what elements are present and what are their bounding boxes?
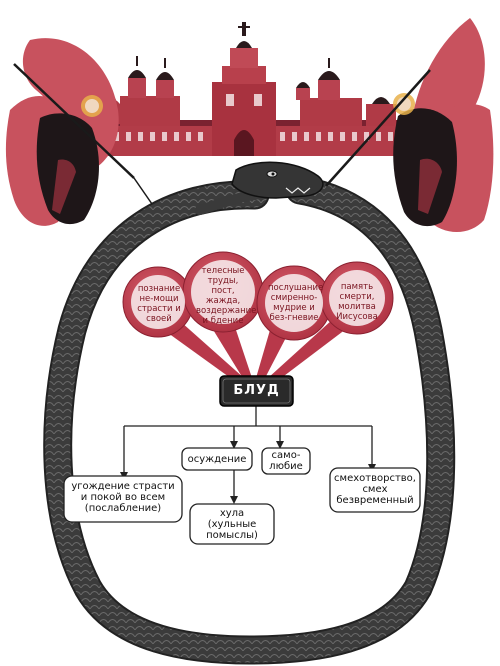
effect-box-judgment <box>181 447 253 471</box>
effect-box-left <box>63 475 183 523</box>
effect-text-left: угождение страсти и покой во всем (посла… <box>71 481 175 514</box>
monastery <box>95 22 407 156</box>
effect-box-right <box>329 467 421 513</box>
effect-text-blasphemy: хула (хульные помыслы) <box>206 508 258 541</box>
effect-boxes <box>63 447 421 545</box>
center-node <box>219 375 294 407</box>
effect-text-judgment: осуждение <box>187 454 247 465</box>
effect-box-selflove <box>261 447 311 475</box>
serpent <box>43 161 456 665</box>
effect-text-selflove: само-любие <box>269 450 303 472</box>
bubble-highlights <box>131 260 385 332</box>
left-angel <box>5 38 153 226</box>
connectors <box>123 406 373 500</box>
effect-box-blasphemy <box>189 503 275 545</box>
effect-text-right: смехотворство, смех безвременный <box>334 473 416 506</box>
right-angel <box>325 18 494 232</box>
cause-text-3: послушание смиренно-мудрие и без-гневие <box>268 283 324 323</box>
cause-text-1: познание не-мощи страсти и своей <box>137 284 181 324</box>
center-label: БЛУД <box>233 383 280 398</box>
cause-text-4: память смерти, молитва Иисусова <box>336 282 378 322</box>
serpent-head <box>231 161 324 199</box>
cause-text-2: телесные труды, пост, жажда, воздержание… <box>196 266 257 326</box>
